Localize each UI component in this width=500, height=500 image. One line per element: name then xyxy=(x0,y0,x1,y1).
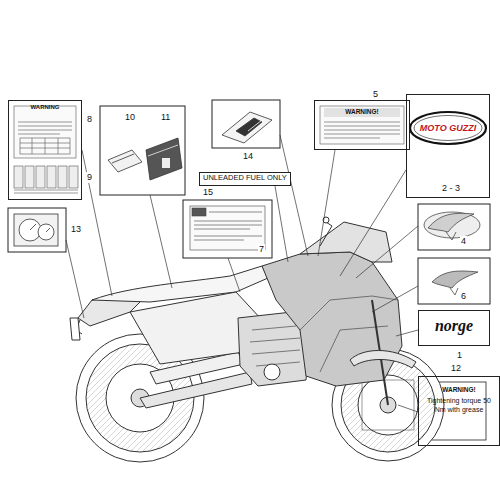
illustration-part xyxy=(14,106,76,158)
illustration-part xyxy=(150,195,172,288)
illustration-part xyxy=(14,190,78,193)
sticker-heading: WARNING! xyxy=(317,108,407,115)
illustration-part xyxy=(428,213,474,232)
sticker-heading: norge xyxy=(421,317,487,335)
sticker-heading: WARNING xyxy=(11,104,79,111)
illustration-part xyxy=(69,166,78,188)
illustration-part xyxy=(47,166,56,188)
illustration-part xyxy=(222,112,272,143)
illustration-part xyxy=(112,154,134,163)
illustration-part xyxy=(14,166,78,188)
eagle-emblem xyxy=(424,212,480,240)
illustration-part xyxy=(14,214,58,246)
illustration-part xyxy=(300,222,392,262)
sticker-sheet xyxy=(14,106,78,193)
illustration-part xyxy=(190,206,265,250)
sticker-text: Tightening torque 50 Nm with grease xyxy=(425,397,493,413)
illustration-part xyxy=(66,240,84,318)
illustration-part xyxy=(250,326,300,366)
callout-number: 10 xyxy=(124,112,136,123)
illustration-part xyxy=(192,208,206,216)
illustration-part xyxy=(396,330,418,336)
manual xyxy=(222,112,272,143)
callout-number: 2 - 3 xyxy=(441,183,461,194)
callout-box: WARNING! Tightening torque 50 Nm with gre… xyxy=(418,376,500,446)
callout-number: 7 xyxy=(258,244,265,255)
leader-lines xyxy=(66,135,418,412)
illustration-part xyxy=(25,166,34,188)
illustration-part xyxy=(262,252,402,386)
illustration-part xyxy=(432,271,478,288)
clutch-sticker xyxy=(190,206,265,250)
illustration-part xyxy=(20,138,70,154)
illustration-part xyxy=(20,138,70,154)
illustration-part xyxy=(194,212,262,240)
illustration-part xyxy=(228,258,240,292)
motorcycle xyxy=(70,217,444,462)
illustration-part xyxy=(92,266,268,302)
callout-frames xyxy=(8,100,490,304)
illustration-part xyxy=(82,150,112,296)
illustration-part xyxy=(183,200,272,258)
instrument-decal xyxy=(14,214,58,246)
document-kit xyxy=(108,138,182,180)
callout-number: 12 xyxy=(450,363,462,374)
illustration-part xyxy=(418,258,490,304)
illustration-part xyxy=(108,150,142,172)
illustration-part xyxy=(58,166,67,188)
illustration-part xyxy=(8,208,66,252)
callout-box: WARNING xyxy=(8,100,82,200)
illustration-part xyxy=(318,150,335,256)
illustration-part xyxy=(70,318,80,340)
illustration-part xyxy=(300,296,398,330)
illustration-part xyxy=(36,166,45,188)
illustration-part xyxy=(148,145,178,156)
callout-box: WARNING! xyxy=(314,100,410,150)
illustration-part xyxy=(410,112,486,144)
illustration-part xyxy=(324,122,400,138)
callout-number: 13 xyxy=(70,224,82,235)
illustration-part xyxy=(446,232,456,240)
callout-number: 15 xyxy=(202,187,214,198)
logo-oval xyxy=(410,112,486,144)
callout-number: 9 xyxy=(86,172,93,183)
callout-number: 6 xyxy=(460,291,467,302)
callout-number: 5 xyxy=(372,89,379,100)
sticker-heading: UNLEADED FUEL ONLY xyxy=(203,174,287,183)
callout-number: 4 xyxy=(460,236,467,247)
illustration-part xyxy=(212,100,280,148)
callout-number: 8 xyxy=(86,114,93,125)
callout-number: 14 xyxy=(242,151,254,162)
illustration-part xyxy=(275,186,288,262)
illustration-part xyxy=(350,351,416,369)
callout-box: norge xyxy=(418,310,490,346)
eagle-emblem-small xyxy=(432,271,478,295)
illustration-part xyxy=(424,212,480,238)
callout-number: 11 xyxy=(160,112,171,123)
sticker-heading: MOTO GUZZI xyxy=(409,123,487,133)
illustration-part xyxy=(450,288,458,295)
illustration-part xyxy=(236,118,262,136)
sticker-heading: WARNING! xyxy=(425,386,493,393)
illustration-part xyxy=(14,166,23,188)
fuel-sticker: UNLEADED FUEL ONLY xyxy=(199,172,291,186)
illustration-part xyxy=(398,405,418,412)
illustration-part xyxy=(100,106,185,195)
illustration-part xyxy=(30,224,50,232)
illustration-part xyxy=(146,138,182,180)
illustration-part xyxy=(356,226,418,278)
illustration-part xyxy=(162,158,170,168)
illustration-part xyxy=(418,204,490,250)
callout-number: 1 xyxy=(456,350,463,361)
illustration-part xyxy=(264,364,280,380)
illustration-part xyxy=(18,122,72,134)
illustration-part xyxy=(248,120,262,131)
illustration-part xyxy=(372,286,418,312)
illustration-part xyxy=(340,170,406,276)
